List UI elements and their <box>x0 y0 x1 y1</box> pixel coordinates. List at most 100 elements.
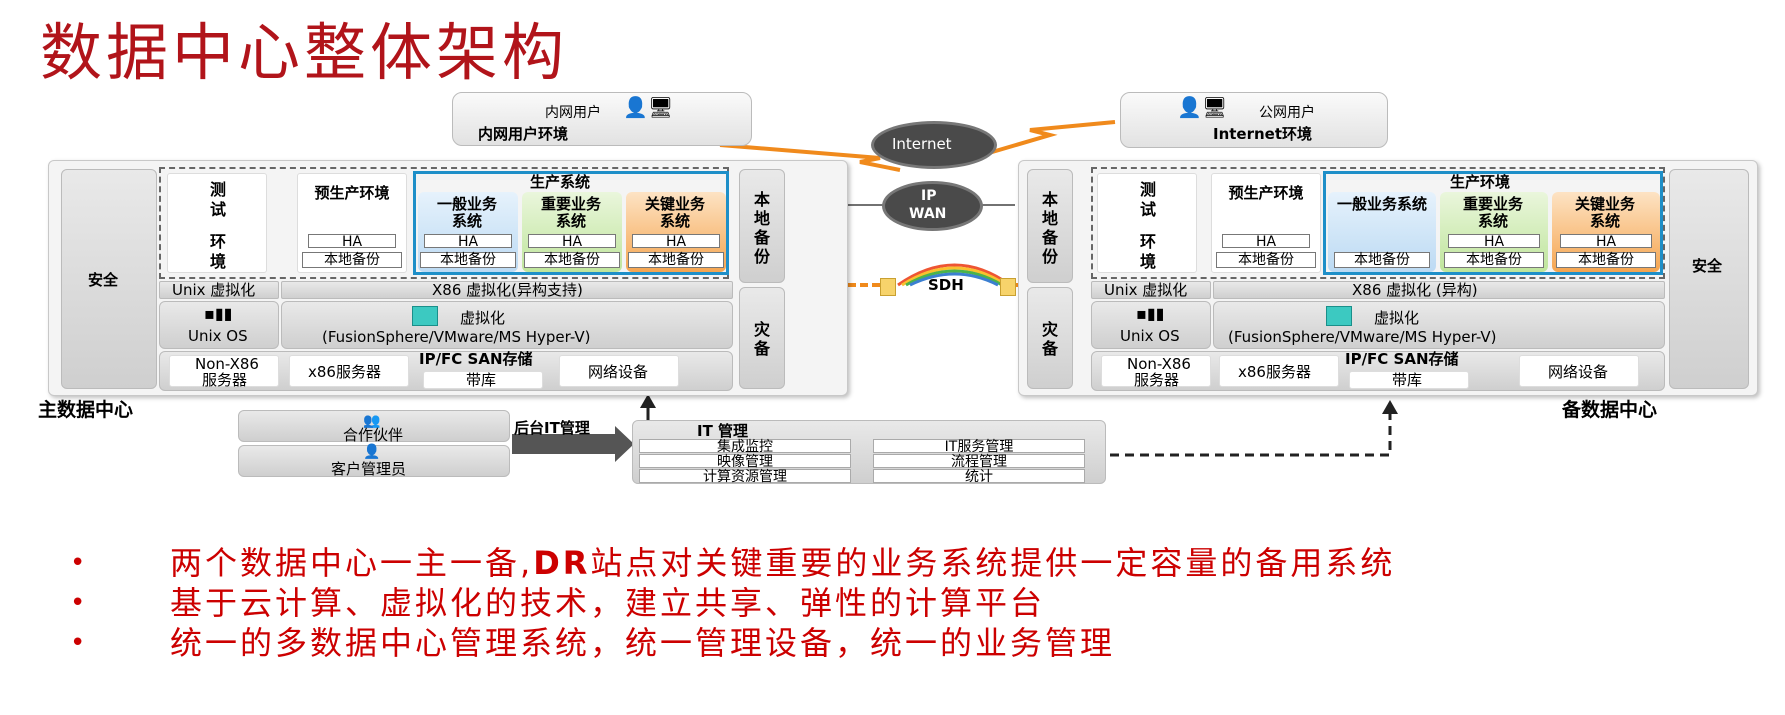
server-icon: ▪▮▮ <box>1136 304 1165 323</box>
user-computer-icon: 👤🖥 <box>1177 95 1228 119</box>
important-system: 重要业务系统 HA 本地备份 <box>522 192 622 272</box>
non-x86-server: Non-X86 服务器 <box>1101 355 1211 389</box>
test-char: 境 <box>1139 252 1156 271</box>
test-char: 测 <box>1139 180 1156 199</box>
intranet-user-label: 内网用户 <box>545 105 601 121</box>
x86-server-label: x86服务器 <box>1238 363 1311 381</box>
disaster-vertical-label: 灾备 <box>1041 320 1058 358</box>
it-item: 流程管理 <box>873 454 1085 470</box>
local-backup-label: 本地备份 <box>628 252 724 268</box>
user-computer-icon: 👤🖥 <box>623 95 674 119</box>
critical-system: 关键业务系统 HA 本地备份 <box>626 192 726 272</box>
bullet-text: 统一的多数据中心管理系统，统一管理设备，统一的业务管理 <box>170 624 1116 662</box>
local-backup-label: 本地备份 <box>302 252 402 268</box>
it-management-box: IT 管理 集成监控 映像管理 计算资源管理 IT服务管理 流程管理 统计 <box>632 420 1106 485</box>
virtualization-icon <box>412 306 438 326</box>
security-label: 安全 <box>88 271 119 289</box>
x86-server: x86服务器 <box>289 355 409 387</box>
server-icon: ▪▮▮ <box>204 304 233 323</box>
preprod-title: 预生产环境 <box>314 184 390 202</box>
wan-label: WAN <box>909 206 947 222</box>
unix-virt-bar: Unix 虚拟化 <box>159 281 279 299</box>
customer-admin-box: 👤 客户管理员 <box>238 444 510 478</box>
backup-app-area <box>1091 167 1665 279</box>
network-device: 网络设备 <box>559 355 679 387</box>
primary-dc-label: 主数据中心 <box>38 399 134 421</box>
bullet-text: 两个数据中心一主一备,DR站点对关键重要的业务系统提供一定容量的备用系统 <box>170 543 1395 583</box>
virtualization-icon <box>1326 306 1352 326</box>
primary-arrow-head <box>640 394 656 408</box>
internet-link-line <box>964 120 1116 162</box>
bullet-text-part: 站点对关键重要的业务系统提供一定容量的备用系统 <box>590 544 1396 582</box>
it-item: 计算资源管理 <box>639 469 851 485</box>
tape-label: 带库 <box>466 371 497 389</box>
intranet-env-label: 内网用户环境 <box>478 125 569 143</box>
unix-os-label: Unix OS <box>188 327 248 345</box>
x86-virt-bar: X86 虚拟化(异构支持) <box>281 281 733 299</box>
it-item: 映像管理 <box>639 454 851 470</box>
primary-dc-frame: 安全 测 试 环 境 预生产环境 HA 本地备份 生产系统 一般业务系统 HA … <box>48 160 848 396</box>
ip-wan-cloud: IP WAN <box>885 184 980 228</box>
intranet-link-line <box>719 143 901 172</box>
storage-label: IP/FC SAN存储 <box>419 350 533 368</box>
local-backup-label: 本地备份 <box>1444 252 1544 268</box>
test-char: 环 <box>209 232 226 251</box>
network-label: 网络设备 <box>588 363 649 381</box>
bullet-dot: • <box>70 628 86 658</box>
unix-os-box: ▪▮▮ Unix OS <box>159 301 279 349</box>
sdh-label: SDH <box>928 276 964 294</box>
network-label: 网络设备 <box>1548 363 1609 381</box>
local-backup-label: 本地备份 <box>1216 252 1316 268</box>
ha-label: HA <box>1222 234 1310 249</box>
primary-local-backup: 本地备份 <box>739 169 785 283</box>
general-system: 一般业务系统 HA 本地备份 <box>418 192 518 272</box>
non-x86-label: Non-X86 <box>195 355 259 373</box>
ha-label: HA <box>424 234 512 249</box>
sdh-device-right-icon <box>1000 278 1016 296</box>
backup-security: 安全 <box>1669 169 1749 389</box>
primary-test-env: 测 试 环 境 <box>167 173 267 273</box>
it-item: 统计 <box>873 469 1085 485</box>
unix-virt-bar: Unix 虚拟化 <box>1091 281 1211 299</box>
backup-dc-label: 备数据中心 <box>1562 399 1658 421</box>
bullet-item: • 统一的多数据中心管理系统，统一管理设备，统一的业务管理 <box>62 623 1395 663</box>
ha-label: HA <box>528 234 616 249</box>
preprod-title: 预生产环境 <box>1228 184 1304 202</box>
general-system: 一般业务系统 本地备份 <box>1328 192 1436 272</box>
important-system-label: 重要业务系统 <box>540 195 601 230</box>
x86-virt-bar: X86 虚拟化 (异构) <box>1213 281 1665 299</box>
it-management-title: IT 管理 <box>697 422 749 440</box>
it-item: 集成监控 <box>639 439 851 455</box>
internet-env-label: Internet环境 <box>1213 125 1313 143</box>
ha-label: HA <box>1560 234 1652 249</box>
local-backup-label: 本地备份 <box>524 252 620 268</box>
internet-user-label: 公网用户 <box>1259 105 1315 121</box>
backup-dc-link-line <box>1110 412 1392 457</box>
virtualization-sub-label: (FusionSphere/VMware/MS Hyper-V) <box>1228 328 1497 346</box>
critical-system-label: 关键业务系统 <box>1574 195 1635 230</box>
important-system: 重要业务系统 HA 本地备份 <box>1440 192 1548 272</box>
non-x86-server: Non-X86 服务器 <box>169 355 279 389</box>
ip-label: IP <box>921 188 937 204</box>
important-system-label: 重要业务系统 <box>1462 195 1523 230</box>
bullet-text-part: 两个数据中心一主一备, <box>170 544 534 582</box>
intranet-user-box: 内网用户 内网用户环境 👤🖥 <box>452 92 752 146</box>
bullet-item: • 基于云计算、虚拟化的技术，建立共享、弹性的计算平台 <box>62 583 1395 623</box>
general-system-label: 一般业务系统 <box>436 195 497 230</box>
production-title: 生产环境 <box>1450 173 1511 191</box>
sdh-device-left-icon <box>880 278 896 296</box>
backend-arrow <box>512 426 634 462</box>
virtualization-label: 虚拟化 <box>1374 309 1420 327</box>
virtualization-box: 虚拟化 (FusionSphere/VMware/MS Hyper-V) <box>1213 301 1665 349</box>
page-title: 数据中心整体架构 <box>40 16 569 89</box>
bullet-text-bold: DR <box>533 544 591 582</box>
tape-library: 带库 <box>1349 371 1469 389</box>
primary-production: 生产系统 一般业务系统 HA 本地备份 重要业务系统 HA 本地备份 关键业务系… <box>413 171 729 275</box>
it-item: IT服务管理 <box>873 439 1085 455</box>
customer-admin-label: 客户管理员 <box>331 460 407 478</box>
backup-dc-frame: 本地备份 灾备 测 试 环 境 预生产环境 HA 本地备份 生产环境 一般业务系… <box>1018 160 1758 396</box>
tape-label: 带库 <box>1392 371 1423 389</box>
internet-cloud-label: Internet <box>892 135 952 153</box>
non-x86-label: Non-X86 <box>1127 355 1191 373</box>
backend-it-label: 后台IT管理 <box>514 419 590 437</box>
